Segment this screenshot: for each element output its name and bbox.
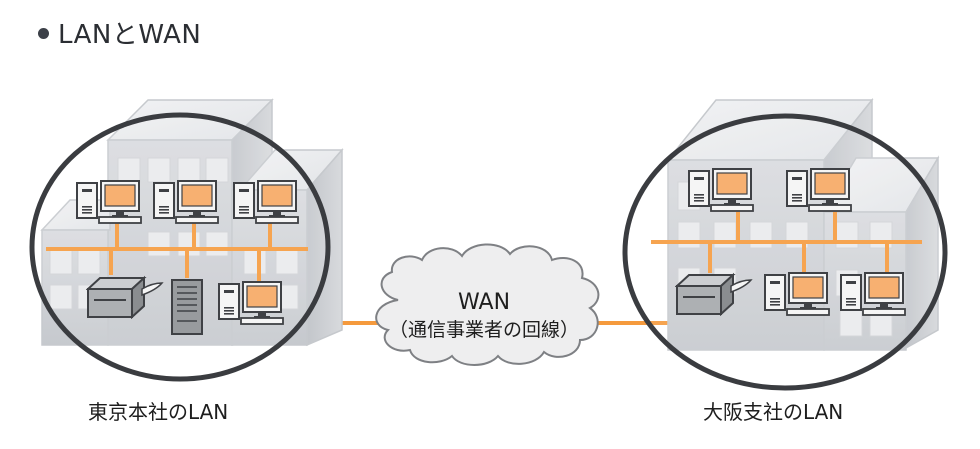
lan-boundary-ellipse bbox=[29, 112, 331, 382]
osaka-lan-caption: 大阪支社のLAN bbox=[703, 400, 844, 424]
lan-boundary-ellipse bbox=[622, 113, 948, 391]
osaka-site bbox=[622, 97, 948, 391]
lan-bus bbox=[651, 212, 922, 273]
page-title: LANとWAN bbox=[38, 14, 201, 51]
tokyo-site bbox=[29, 98, 344, 382]
wan-cloud: WAN （通信事業者の回線） bbox=[375, 243, 600, 366]
bullet-icon bbox=[38, 28, 49, 39]
lan-bus bbox=[46, 222, 308, 282]
wan-label: WAN bbox=[458, 290, 510, 315]
tokyo-lan-caption: 東京本社のLAN bbox=[88, 400, 229, 424]
wan-sublabel: （通信事業者の回線） bbox=[389, 319, 579, 341]
title-text: LANとWAN bbox=[58, 20, 202, 50]
